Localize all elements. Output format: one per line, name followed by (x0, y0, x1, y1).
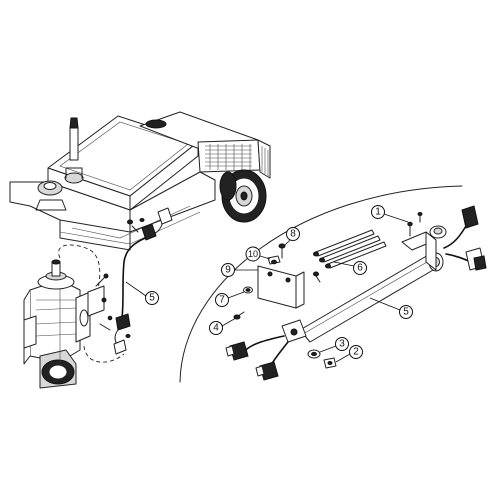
callout-1-label: 1 (375, 207, 381, 218)
callout-6-label: 6 (357, 263, 363, 274)
rear-wheel (219, 169, 267, 223)
callout-5-left-label: 5 (149, 293, 155, 304)
cable-ties (313, 229, 387, 269)
drive-gearbox (23, 244, 125, 389)
machine-chassis (9, 111, 271, 251)
callout-9-label: 9 (225, 265, 231, 276)
upper-bracket (401, 212, 447, 271)
callout-3-label: 3 (339, 339, 345, 350)
limit-switch-assembly (225, 319, 307, 381)
callout-1: 1 (371, 205, 409, 223)
fasteners (233, 243, 337, 369)
detail-view-boundary (179, 185, 463, 383)
callout-7-label: 7 (219, 295, 225, 306)
left-wiring-harness (87, 207, 173, 355)
callout-5-left: 5 (125, 281, 159, 305)
callout-10-label: 10 (248, 249, 258, 259)
callout-7: 7 (215, 291, 245, 307)
callout-8: 8 (283, 227, 300, 247)
callout-9: 9 (221, 263, 258, 277)
right-wiring-harness (443, 205, 487, 271)
callout-5-right: 5 (369, 297, 413, 319)
callout-2-label: 2 (353, 347, 359, 358)
callout-5-right-label: 5 (403, 307, 409, 318)
callout-4: 4 (209, 317, 237, 335)
callout-6: 6 (333, 261, 367, 275)
callout-4-label: 4 (213, 323, 219, 334)
callout-10: 10 (245, 246, 271, 262)
switch-bracket (257, 265, 305, 309)
callout-8-label: 8 (290, 229, 296, 240)
pivot-tube (299, 252, 444, 343)
callout-2: 2 (335, 345, 363, 363)
callout-3: 3 (319, 337, 349, 353)
